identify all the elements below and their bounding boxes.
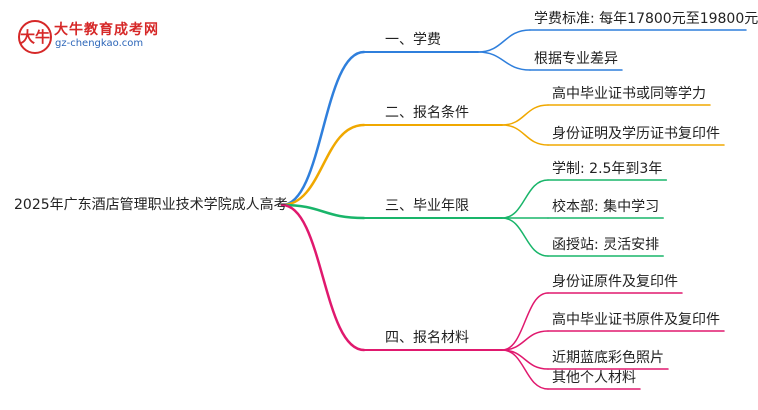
leaf-connector [501, 104, 549, 126]
logo-name: 大牛教育成考网 [54, 22, 159, 38]
branch-connector [280, 50, 366, 207]
leaf-label: 身份证明及学历证书复印件 [552, 126, 720, 142]
logo-badge-icon: 大牛 [18, 20, 52, 54]
leaf-connector [501, 349, 549, 390]
leaf-connector [477, 29, 531, 53]
leaf-label: 身份证原件及复印件 [552, 274, 678, 290]
leaf-connector [501, 179, 549, 219]
leaf-label: 近期蓝底彩色照片 [552, 350, 664, 366]
branch-label: 三、毕业年限 [385, 198, 469, 214]
leaf-label: 高中毕业证书或同等学力 [552, 86, 706, 102]
branch-connector [280, 203, 366, 352]
leaf-label: 校本部: 集中学习 [552, 199, 660, 215]
leaf-connector [501, 330, 549, 351]
branch-label: 四、报名材料 [385, 330, 469, 346]
leaf-connector [501, 349, 549, 370]
branch-connector [280, 203, 366, 220]
leaf-label: 函授站: 灵活安排 [552, 237, 660, 253]
branch-label: 二、报名条件 [385, 105, 469, 121]
leaf-label: 学制: 2.5年到3年 [552, 161, 663, 177]
leaf-label: 其他个人材料 [552, 370, 636, 386]
leaf-connector [477, 51, 531, 71]
leaf-label: 根据专业差异 [534, 51, 618, 67]
root-topic: 2025年广东酒店管理职业技术学院成人高考 [14, 197, 288, 213]
leaf-connector [501, 124, 549, 146]
leaf-connector [501, 292, 549, 351]
leaf-label: 高中毕业证书原件及复印件 [552, 312, 720, 328]
leaf-label: 学费标准: 每年17800元至19800元 [534, 11, 758, 27]
site-logo: 大牛 大牛教育成考网 gz-chengkao.com [4, 6, 184, 54]
logo-domain: gz-chengkao.com [55, 38, 144, 49]
branch-label: 一、学费 [385, 32, 441, 48]
branch-connector [280, 123, 366, 207]
leaf-connector [501, 217, 549, 257]
